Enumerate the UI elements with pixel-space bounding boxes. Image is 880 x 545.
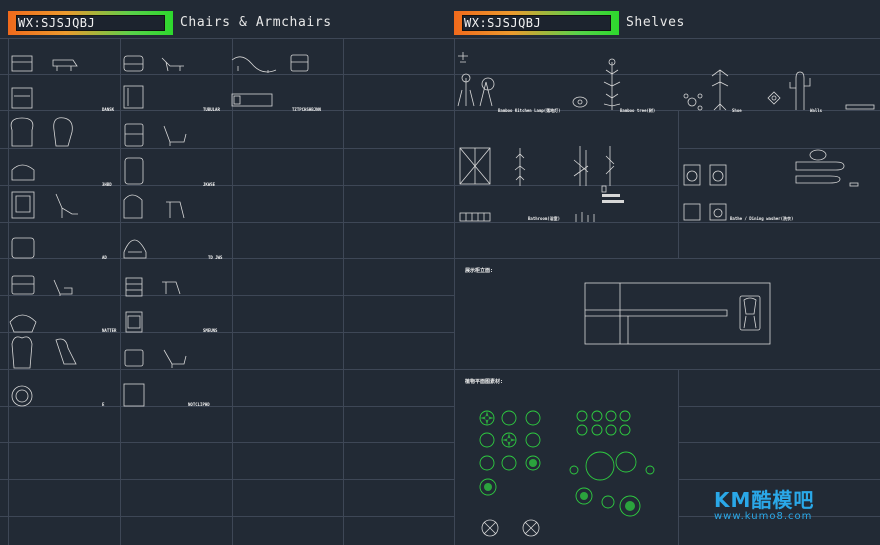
shelf-label-2: Bamboo tree(树) xyxy=(620,108,656,113)
right-tag-text: WX:SJSJQBJ xyxy=(464,16,542,30)
chair-label-9: SMEUNS xyxy=(203,328,218,333)
chair-label-4: 3HBD xyxy=(102,182,112,187)
shelf-label-3: Shoe xyxy=(732,108,742,113)
shelf-label-6: Bathe / Dining washer(洗衣) xyxy=(730,216,794,221)
chair-label-2: TUBULAR xyxy=(203,107,220,112)
site-watermark: KM酷模吧 www.kumo8.com xyxy=(714,484,814,522)
chair-label-7: TD JWS xyxy=(208,255,223,260)
left-watermark-tag: WX:SJSJQBJ xyxy=(8,11,173,35)
shelf-label-5: Bathroom(浴室) xyxy=(528,216,561,221)
chair-label-6: AD xyxy=(102,255,107,260)
chair-label-3: TZTPCHSHBJNN xyxy=(292,107,321,112)
shelf-label-4: Walls xyxy=(810,108,823,113)
chair-label-10: E xyxy=(102,402,105,407)
chair-symbols[interactable] xyxy=(0,0,454,545)
watermark-url: www.kumo8.com xyxy=(714,511,813,522)
cabinet-elevation-heading: 展示柜立面: xyxy=(465,268,494,274)
chair-label-1: DANSK xyxy=(102,107,115,112)
chair-label-8: NATTER xyxy=(102,328,117,333)
shelf-label-1: Bamboo Kitchen Lamp(落地灯) xyxy=(498,108,561,113)
plants-heading: 植物平面图素材: xyxy=(465,379,504,385)
left-panel-title: Chairs & Armchairs xyxy=(180,15,332,30)
right-panel-title: Shelves xyxy=(626,15,685,30)
chair-label-11: NOTCLIPHD xyxy=(188,402,210,407)
right-watermark-tag: WX:SJSJQBJ xyxy=(454,11,619,35)
chair-label-5: JKWSE xyxy=(203,182,216,187)
watermark-brand: KM酷模吧 xyxy=(714,488,815,512)
left-tag-text: WX:SJSJQBJ xyxy=(18,16,96,30)
